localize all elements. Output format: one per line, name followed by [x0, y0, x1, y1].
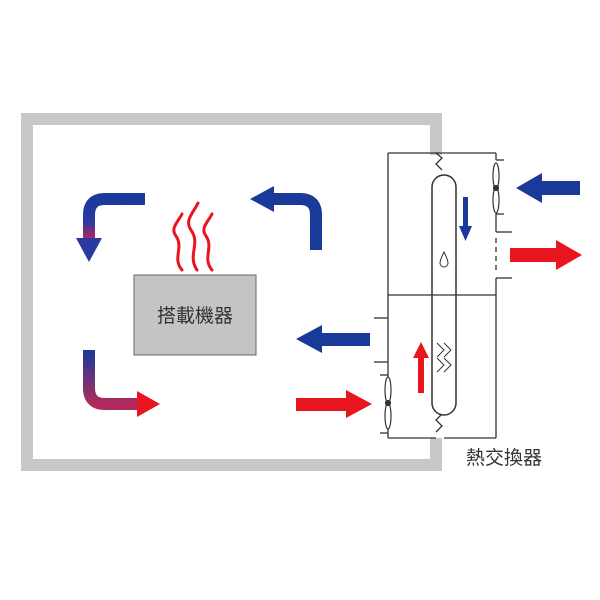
- fan-icon: [492, 162, 500, 214]
- equipment-label: 搭載機器: [157, 305, 233, 327]
- equipment-box: 搭載機器: [133, 274, 257, 356]
- cool-air-arrow-interior: [296, 325, 370, 353]
- outside-air-exhaust-arrow: [510, 240, 582, 270]
- heat-exchanger-unit: [374, 152, 512, 439]
- warm-air-arrow-bottom-left: [83, 350, 160, 417]
- outside-air-intake-arrow: [516, 173, 580, 203]
- heat-waves-icon: [172, 201, 214, 272]
- warm-air-arrow-upward: [413, 342, 429, 393]
- cool-air-arrow-downward: [459, 197, 472, 241]
- cool-air-arrow-top-left: [76, 193, 145, 262]
- cool-air-arrow-top-right: [250, 186, 322, 250]
- droplet-icon: [439, 250, 449, 268]
- heat-exchanger-label: 熱交換器: [466, 447, 542, 469]
- fan-icon: [384, 376, 392, 430]
- enclosure-wall: [21, 113, 442, 471]
- heat-waves-icon: [436, 342, 452, 373]
- warm-air-arrow-interior: [296, 390, 372, 418]
